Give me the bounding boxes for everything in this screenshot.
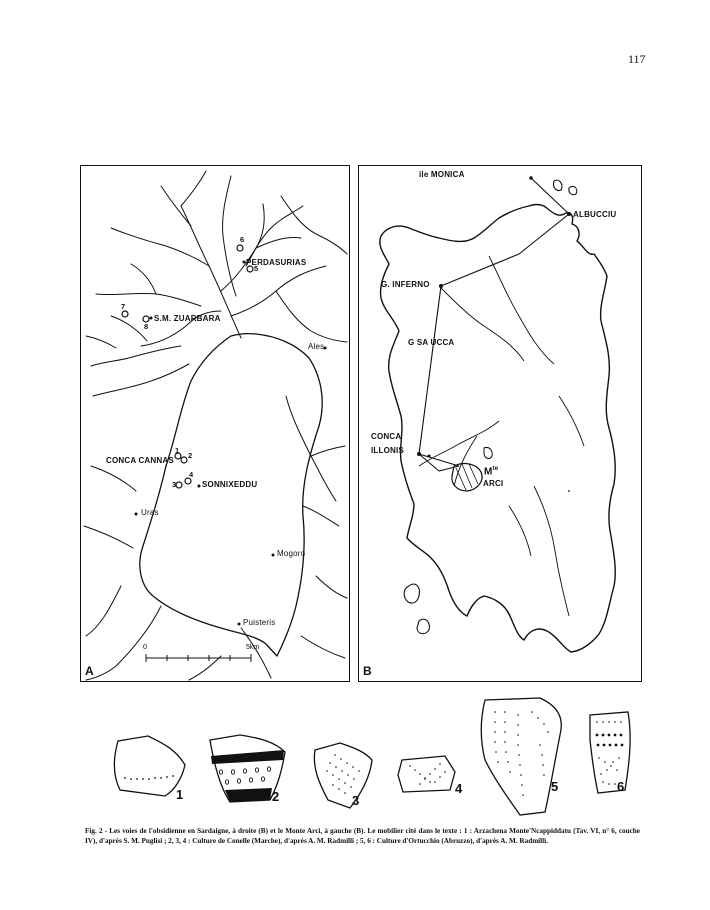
label-g-saucca: G SA UCCA bbox=[408, 338, 455, 347]
site-6-marker bbox=[236, 244, 244, 252]
map-b-drawing bbox=[379, 176, 616, 653]
site-number-4: 4 bbox=[189, 470, 194, 479]
site-number-2: 2 bbox=[188, 451, 193, 460]
label-m: M bbox=[484, 466, 493, 478]
panel-b-letter: B bbox=[363, 664, 372, 678]
site-2-marker bbox=[180, 456, 188, 464]
site-3-marker bbox=[175, 481, 183, 489]
label-puisteris: Puisteris bbox=[243, 618, 276, 627]
label-sonnixeddu: SONNIXEDDU bbox=[202, 480, 258, 489]
site-7-marker bbox=[121, 310, 129, 318]
sherd-3-drawing bbox=[313, 742, 373, 809]
sherd-number-6: 6 bbox=[617, 779, 625, 794]
label-illonis: ILLONIS bbox=[371, 446, 404, 455]
label-mogoro: Mogoro bbox=[277, 549, 306, 558]
label-conca-cannas: CONCA CANNAS bbox=[106, 456, 174, 465]
site-8-marker bbox=[142, 315, 150, 323]
label-te: te bbox=[492, 466, 499, 472]
map-a-drawing bbox=[83, 170, 348, 681]
figure-caption: Fig. 2 - Les voies de l'obsidienne en Sa… bbox=[85, 827, 640, 845]
site-number-5: 5 bbox=[254, 264, 259, 273]
map-panel-b: ile MONICA ALBUCCIU G. INFERNO G SA UCCA… bbox=[358, 165, 642, 682]
panel-a-letter: A bbox=[85, 664, 94, 678]
label-ales: Ales bbox=[308, 342, 325, 351]
label-mte: Mte bbox=[484, 466, 498, 477]
site-number-3: 3 bbox=[172, 480, 177, 489]
label-conca: CONCA bbox=[371, 432, 402, 441]
sherd-5-drawing bbox=[480, 697, 562, 816]
label-g-inferno: G. INFERNO bbox=[381, 280, 430, 289]
sherd-number-4: 4 bbox=[455, 781, 463, 796]
scale-label-end: 5km bbox=[246, 644, 260, 651]
label-perdasurias: PERDASURIAS bbox=[246, 258, 307, 267]
label-sm-zuarbara: S.M. ZUARBARA bbox=[154, 314, 221, 323]
sherd-number-5: 5 bbox=[551, 779, 559, 794]
label-uras: Uras bbox=[141, 508, 159, 517]
sherd-number-2: 2 bbox=[272, 789, 280, 804]
site-number-6: 6 bbox=[240, 235, 245, 244]
sherd-number-3: 3 bbox=[352, 793, 360, 808]
site-4-marker bbox=[184, 477, 192, 485]
sherd-number-1: 1 bbox=[176, 787, 184, 802]
scale-label-start: 0 bbox=[143, 644, 147, 651]
sherd-1-drawing bbox=[113, 735, 186, 797]
site-number-1: 1 bbox=[175, 446, 180, 455]
map-panel-a: PERDASURIAS S.M. ZUARBARA Ales CONCA CAN… bbox=[80, 165, 350, 682]
label-albucciu: ALBUCCIU bbox=[573, 210, 617, 219]
site-1-marker bbox=[174, 452, 182, 460]
label-ile-monica: ile MONICA bbox=[419, 170, 465, 179]
label-arci: ARCI bbox=[483, 479, 504, 488]
sherd-2-drawing bbox=[209, 734, 286, 803]
sherd-4-drawing bbox=[397, 755, 456, 793]
site-number-8: 8 bbox=[144, 322, 149, 331]
site-number-7: 7 bbox=[121, 302, 126, 311]
site-5-marker bbox=[246, 265, 254, 273]
page-number: 117 bbox=[628, 52, 646, 66]
sherd-6-drawing bbox=[589, 711, 631, 794]
